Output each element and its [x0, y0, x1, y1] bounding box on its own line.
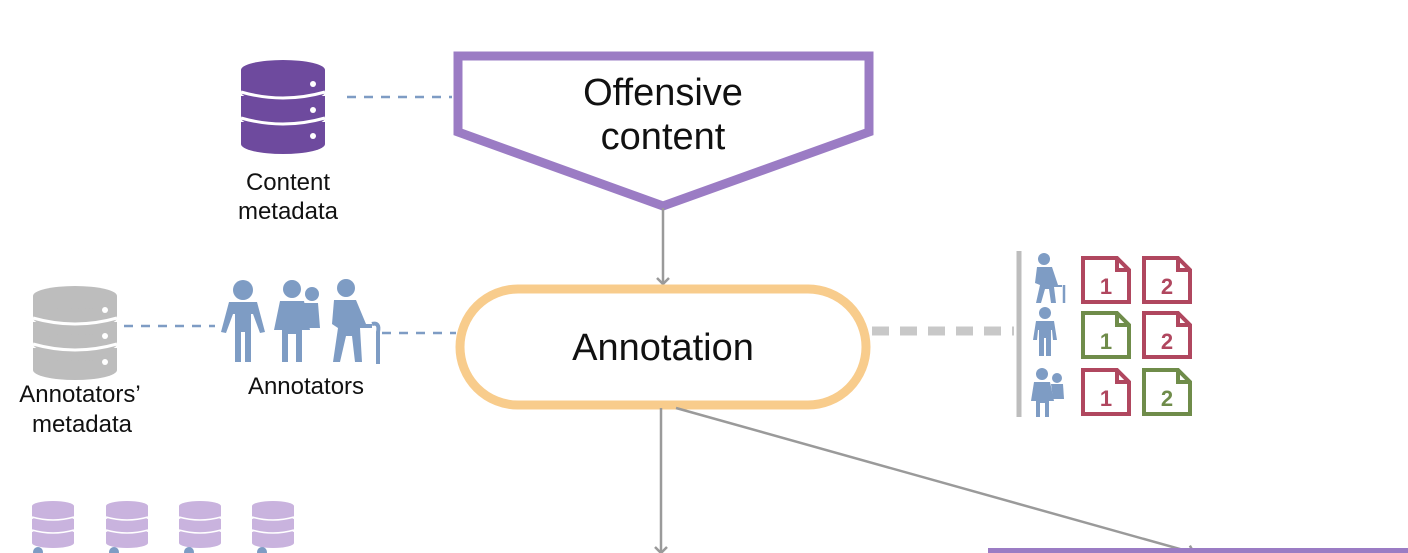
annotators-label: Annotators: [248, 373, 364, 400]
annotation-label: Annotation: [572, 327, 754, 369]
person-icon: [1033, 307, 1057, 356]
parent-with-child-icon: [1031, 368, 1064, 417]
content-metadata-label-line2: metadata: [238, 198, 339, 225]
document-icon: 2: [1142, 368, 1192, 416]
document-number: 2: [1161, 386, 1173, 411]
document-number: 2: [1161, 329, 1173, 354]
offensive-content-label-line1: Offensive: [583, 72, 743, 114]
document-icon: 1: [1081, 311, 1131, 359]
annotators-metadata-label-line2: metadata: [32, 411, 133, 438]
document-number: 1: [1100, 274, 1112, 299]
annotators-metadata-label-line1: Annotators’: [19, 381, 140, 408]
document-number: 1: [1100, 329, 1112, 354]
cane-icon: [371, 321, 381, 364]
document-icon: 2: [1142, 311, 1192, 359]
elderly-person-icon: [1035, 253, 1066, 303]
document-icon: 1: [1081, 368, 1131, 416]
offensive-content-node: [453, 51, 874, 211]
content-metadata-label-line1: Content: [246, 169, 330, 196]
annotators-group-icon: [221, 279, 372, 362]
offensive-content-label-line2: content: [601, 116, 726, 158]
document-number: 2: [1161, 274, 1173, 299]
annotation-node: [455, 284, 871, 410]
per-annotator-databases: [31, 501, 295, 553]
annotation-diagonal-arrow: [675, 406, 1196, 553]
annotation-documents: 1 2 1 2 1 2: [1081, 256, 1192, 416]
document-icon: 1: [1081, 256, 1131, 304]
document-number: 1: [1100, 386, 1112, 411]
annotators-database-icon: [32, 286, 118, 380]
document-icon: 2: [1142, 256, 1192, 304]
content-database-icon: [240, 60, 326, 154]
